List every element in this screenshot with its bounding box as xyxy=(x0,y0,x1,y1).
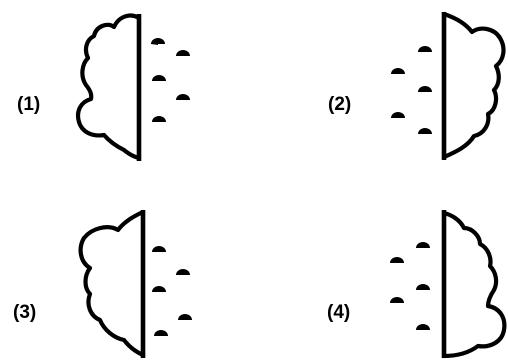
particle xyxy=(154,330,168,336)
particle xyxy=(176,94,190,100)
particle xyxy=(391,112,405,118)
panel-3-particles xyxy=(152,246,192,336)
particle xyxy=(152,75,166,81)
panel-1-body-outline xyxy=(78,16,139,158)
particle xyxy=(176,269,190,275)
particle xyxy=(416,324,430,330)
panel-2-particles xyxy=(391,46,432,134)
panel-1-particles xyxy=(151,38,190,122)
particle xyxy=(418,46,432,52)
panel-1: (1) xyxy=(17,14,190,161)
particle xyxy=(152,116,166,122)
panel-2-body-outline xyxy=(444,14,503,157)
particle xyxy=(178,314,192,320)
particle xyxy=(416,242,430,248)
panel-3-label: (3) xyxy=(13,302,36,323)
particle xyxy=(390,297,404,303)
panel-4-body-outline xyxy=(444,213,504,356)
particle xyxy=(151,38,165,45)
panel-4: (4) xyxy=(327,210,504,358)
panel-1-label: (1) xyxy=(17,94,40,115)
particle xyxy=(152,286,166,292)
particle xyxy=(416,284,430,290)
panel-3: (3) xyxy=(13,210,192,358)
panel-4-particles xyxy=(390,242,430,330)
panel-3-body-outline xyxy=(81,212,143,355)
particle xyxy=(390,257,404,263)
panel-2-label: (2) xyxy=(328,94,351,115)
particle xyxy=(176,50,190,56)
panel-2: (2) xyxy=(328,12,503,160)
particle xyxy=(391,68,405,74)
panel-4-label: (4) xyxy=(327,302,350,323)
particle xyxy=(418,128,432,134)
particle xyxy=(418,86,432,92)
particle xyxy=(152,246,166,252)
